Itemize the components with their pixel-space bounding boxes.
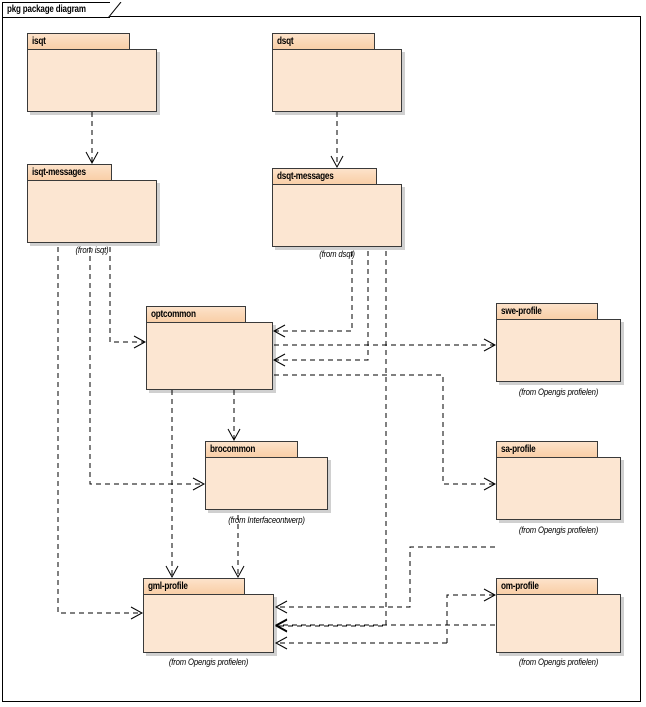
package-from-label: (from Opengis profielen) — [518, 387, 599, 397]
package-header: dsqt-messages — [272, 168, 377, 185]
package-name-label: om-profile — [501, 581, 539, 592]
diagram-frame-tab — [2, 2, 110, 18]
package-header: dsqt — [272, 33, 375, 50]
package-from-label: (from Interfaceontwerp) — [228, 515, 305, 525]
package-name-label: gml-profile — [148, 581, 188, 592]
package-from-label: (from isqt) — [75, 245, 109, 255]
package-header: brocommon — [205, 441, 298, 458]
package-header: sa-profile — [496, 441, 598, 458]
diagram-title: pkg package diagram — [7, 4, 86, 15]
package-name-label: dsqt — [277, 36, 294, 47]
package-from-label: (from dsqt) — [319, 249, 355, 259]
package-body — [496, 457, 621, 520]
package-from-label: (from Opengis profielen) — [518, 525, 599, 535]
package-body — [27, 49, 157, 112]
package-name-label: optcommon — [151, 309, 196, 320]
package-name-label: isqt — [32, 36, 46, 47]
package-name-label: brocommon — [210, 444, 256, 455]
diagram-frame — [2, 16, 641, 702]
package-body — [272, 49, 402, 112]
package-body — [205, 457, 328, 510]
package-body — [27, 180, 157, 243]
package-body — [143, 594, 274, 653]
package-body — [496, 319, 621, 382]
package-header: optcommon — [146, 306, 246, 323]
package-name-label: sa-profile — [501, 444, 536, 455]
package-body — [146, 322, 273, 390]
package-header: om-profile — [496, 578, 598, 595]
package-header: isqt-messages — [27, 164, 112, 181]
diagram-frame-tab-corner — [108, 2, 122, 18]
package-header: gml-profile — [143, 578, 245, 595]
package-body — [496, 594, 621, 653]
package-from-label: (from Opengis profielen) — [518, 657, 599, 667]
package-from-label: (from Opengis profielen) — [168, 657, 249, 667]
package-header: isqt — [27, 33, 130, 50]
package-name-label: isqt-messages — [32, 167, 86, 178]
package-name-label: swe-profile — [501, 306, 542, 317]
package-header: swe-profile — [496, 303, 598, 320]
package-body — [272, 184, 402, 247]
package-name-label: dsqt-messages — [277, 171, 334, 182]
